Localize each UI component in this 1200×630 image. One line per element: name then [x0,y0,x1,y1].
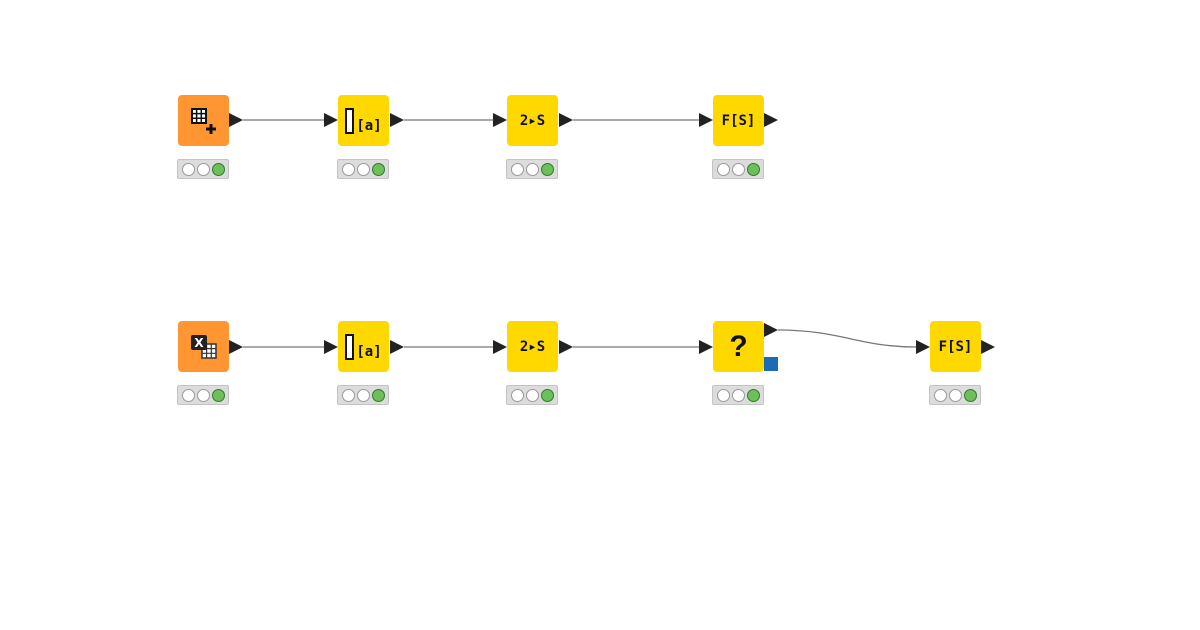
column-rename-node[interactable]: [a] [338,321,389,372]
node-status-traffic-light [712,159,764,179]
number-to-string-node[interactable]: 2▸S [507,95,558,146]
status-light-off [716,388,730,402]
status-light-off [933,388,947,402]
status-light-off [716,162,730,176]
status-light-off [181,162,195,176]
status-green-light [371,388,385,402]
status-light-off [525,388,539,402]
table-plus-icon [190,107,216,134]
status-light-off [181,388,195,402]
status-light-off [356,162,370,176]
status-green-light [211,162,225,176]
input-port[interactable] [324,340,338,354]
status-light-off [196,162,210,176]
status-green-light [371,162,385,176]
string-manipulation-node[interactable]: F[S] [713,95,764,146]
status-light-off [731,388,745,402]
status-light-off [341,388,355,402]
status-green-light [540,162,554,176]
string-manipulation-node[interactable]: F[S] [930,321,981,372]
output-port[interactable] [390,113,404,127]
node-status-traffic-light [712,385,764,405]
status-light-off [356,388,370,402]
node-status-traffic-light [177,385,229,405]
output-port[interactable] [390,340,404,354]
status-green-light [211,388,225,402]
column-rename-icon: [a] [345,333,382,360]
node-status-traffic-light [177,159,229,179]
status-light-off [525,162,539,176]
output-port[interactable] [229,113,243,127]
node-status-traffic-light [337,385,389,405]
excel-table-icon: X [190,334,217,359]
input-port[interactable] [916,340,930,354]
status-light-off [341,162,355,176]
node-status-traffic-light [337,159,389,179]
status-light-off [731,162,745,176]
input-port[interactable] [699,340,713,354]
output-port[interactable] [559,340,573,354]
flow-variable-port[interactable] [764,357,778,371]
status-light-off [510,162,524,176]
output-port[interactable] [764,113,778,127]
status-light-off [948,388,962,402]
input-port[interactable] [493,340,507,354]
column-rename-icon: [a] [345,107,382,134]
status-green-light [540,388,554,402]
status-light-off [510,388,524,402]
connection[interactable] [777,329,917,348]
question-icon: ? [729,329,748,363]
svg-text:X: X [194,336,204,350]
input-port[interactable] [493,113,507,127]
number-to-string-node[interactable]: 2▸S [507,321,558,372]
excel-reader-node[interactable]: X [178,321,229,372]
node-status-traffic-light [929,385,981,405]
missing-node[interactable]: ? [713,321,764,372]
number-to-string-icon: 2▸S [519,338,546,355]
status-green-light [746,388,760,402]
status-green-light [963,388,977,402]
status-green-light [746,162,760,176]
input-port[interactable] [324,113,338,127]
table-creator-node[interactable] [178,95,229,146]
node-status-traffic-light [506,385,558,405]
node-status-traffic-light [506,159,558,179]
output-port[interactable] [764,323,778,337]
output-port[interactable] [559,113,573,127]
column-rename-node[interactable]: [a] [338,95,389,146]
output-port[interactable] [229,340,243,354]
status-light-off [196,388,210,402]
string-manipulation-icon: F[S] [938,338,973,355]
number-to-string-icon: 2▸S [519,112,546,129]
string-manipulation-icon: F[S] [721,112,756,129]
output-port[interactable] [981,340,995,354]
input-port[interactable] [699,113,713,127]
